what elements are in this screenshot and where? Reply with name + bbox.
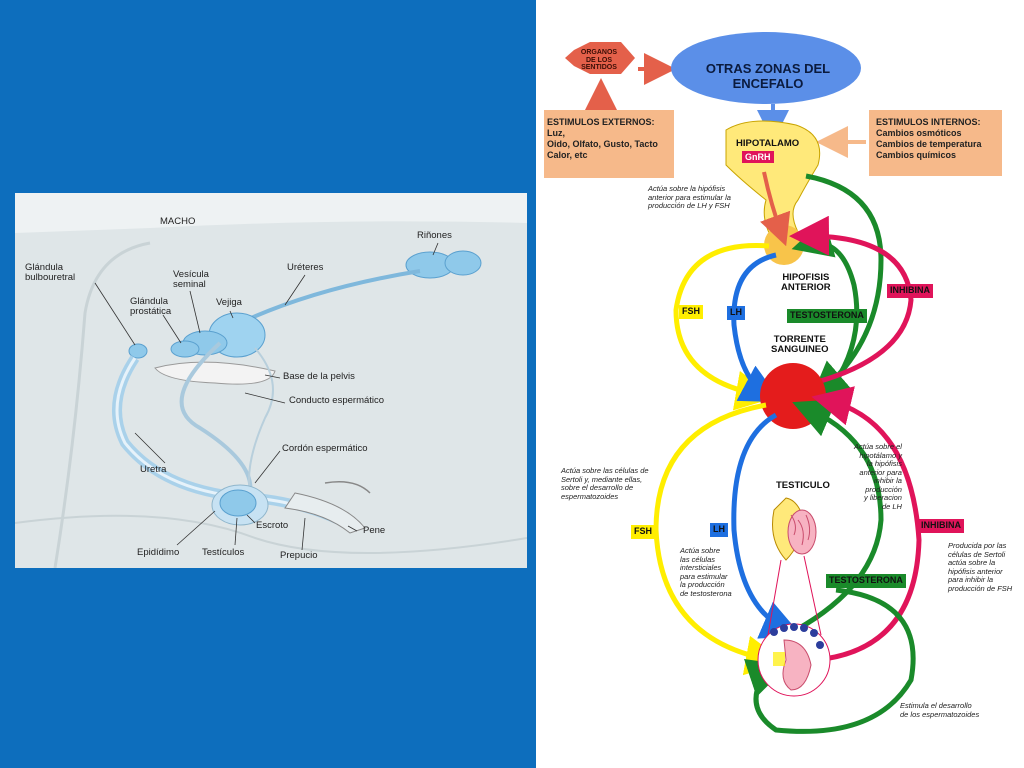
estimulos-internos-title: ESTIMULOS INTERNOS: (876, 117, 981, 127)
testosterona-tag-top: TESTOSTERONA (787, 309, 867, 323)
label-rinones: Riñones (417, 230, 452, 241)
inhibina-tag-top: INHIBINA (887, 284, 933, 298)
label-pene: Pene (363, 525, 386, 536)
label-uretra: Uretra (140, 464, 167, 475)
lh-tag-top: LH (727, 306, 745, 320)
label-ureteres: Uréteres (287, 262, 324, 273)
macho-title: MACHO (160, 216, 196, 227)
anatomy-figure: MACHO Riñones Glándula bulbouretral Vesí… (15, 193, 527, 568)
estimulos-externos-line: Oido, Olfato, Gusto, Tacto (547, 139, 658, 149)
label-base-pelvis: Base de la pelvis (283, 371, 355, 382)
fsh-tag-bottom: FSH (631, 525, 655, 539)
hipotalamo-label: HIPOTALAMO (736, 138, 800, 149)
estimulos-internos-line: Cambios de temperatura (876, 139, 982, 149)
testosterona-note: Actúa sobre el hipotálamo y la hipófisis… (854, 442, 902, 511)
label-testiculos: Testículos (202, 547, 245, 558)
estimulos-externos-line: Luz, (547, 128, 565, 138)
lh-tag-bottom: LH (710, 523, 728, 537)
label-prepucio: Prepucio (280, 550, 318, 561)
label-vejiga: Vejiga (216, 297, 242, 308)
label-vesicula-seminal: Vesícula seminal (173, 269, 209, 290)
gnrh-note: Actúa sobre la hipófisis anterior para e… (648, 184, 731, 210)
espermatozoides-note: Estimula el desarrollo de los espermatoz… (900, 701, 980, 719)
lh-note: Actúa sobre las células intersticiales p… (680, 546, 732, 598)
fsh-tag-top: FSH (679, 305, 703, 319)
estimulos-externos: ESTIMULOS EXTERNOS: Luz, Oido, Olfato, G… (547, 117, 675, 161)
estimulos-internos: ESTIMULOS INTERNOS: Cambios osmóticos Ca… (876, 117, 1004, 161)
label-epididimo: Epidídimo (137, 547, 180, 558)
estimulos-internos-line: Cambios químicos (876, 150, 957, 160)
anatomy-drawing (15, 221, 527, 568)
estimulos-externos-line: Calor, etc (547, 150, 588, 160)
gnrh-tag: GnRH (742, 151, 774, 163)
label-cordon-espermatico: Cordón espermático (282, 443, 368, 454)
organos-sentidos: ORGANOS DE LOS SENTIDOS (580, 49, 618, 71)
inhibina-tag-bottom: INHIBINA (918, 519, 964, 533)
torrente-label: TORRENTE SANGUINEO (771, 334, 829, 355)
estimulos-externos-title: ESTIMULOS EXTERNOS: (547, 117, 655, 127)
hormone-drawing (544, 32, 1002, 734)
label-escroto: Escroto (256, 520, 289, 531)
testosterona-tag-bottom: TESTOSTERONA (826, 574, 906, 588)
testiculo-label: TESTICULO (776, 480, 830, 491)
label-glandula-prostatica: Glándula prostática (130, 296, 172, 317)
label-glandula-bulbouretral: Glándula bulbouretral (25, 262, 76, 283)
inhibina-note: Producida por las células de Sertoli act… (948, 541, 1013, 593)
hormone-regulation-diagram: ORGANOS DE LOS SENTIDOS OTRAS ZONAS DEL … (536, 0, 1024, 768)
label-conducto-espermatico: Conducto espermático (289, 395, 385, 406)
estimulos-internos-line: Cambios osmóticos (876, 128, 962, 138)
hipofisis-label: HIPOFISIS ANTERIOR (781, 272, 831, 293)
fsh-note: Actúa sobre las células de Sertoli y, me… (561, 466, 649, 501)
otras-zonas-encefalo: OTRAS ZONAS DEL ENCEFALO (705, 61, 831, 91)
